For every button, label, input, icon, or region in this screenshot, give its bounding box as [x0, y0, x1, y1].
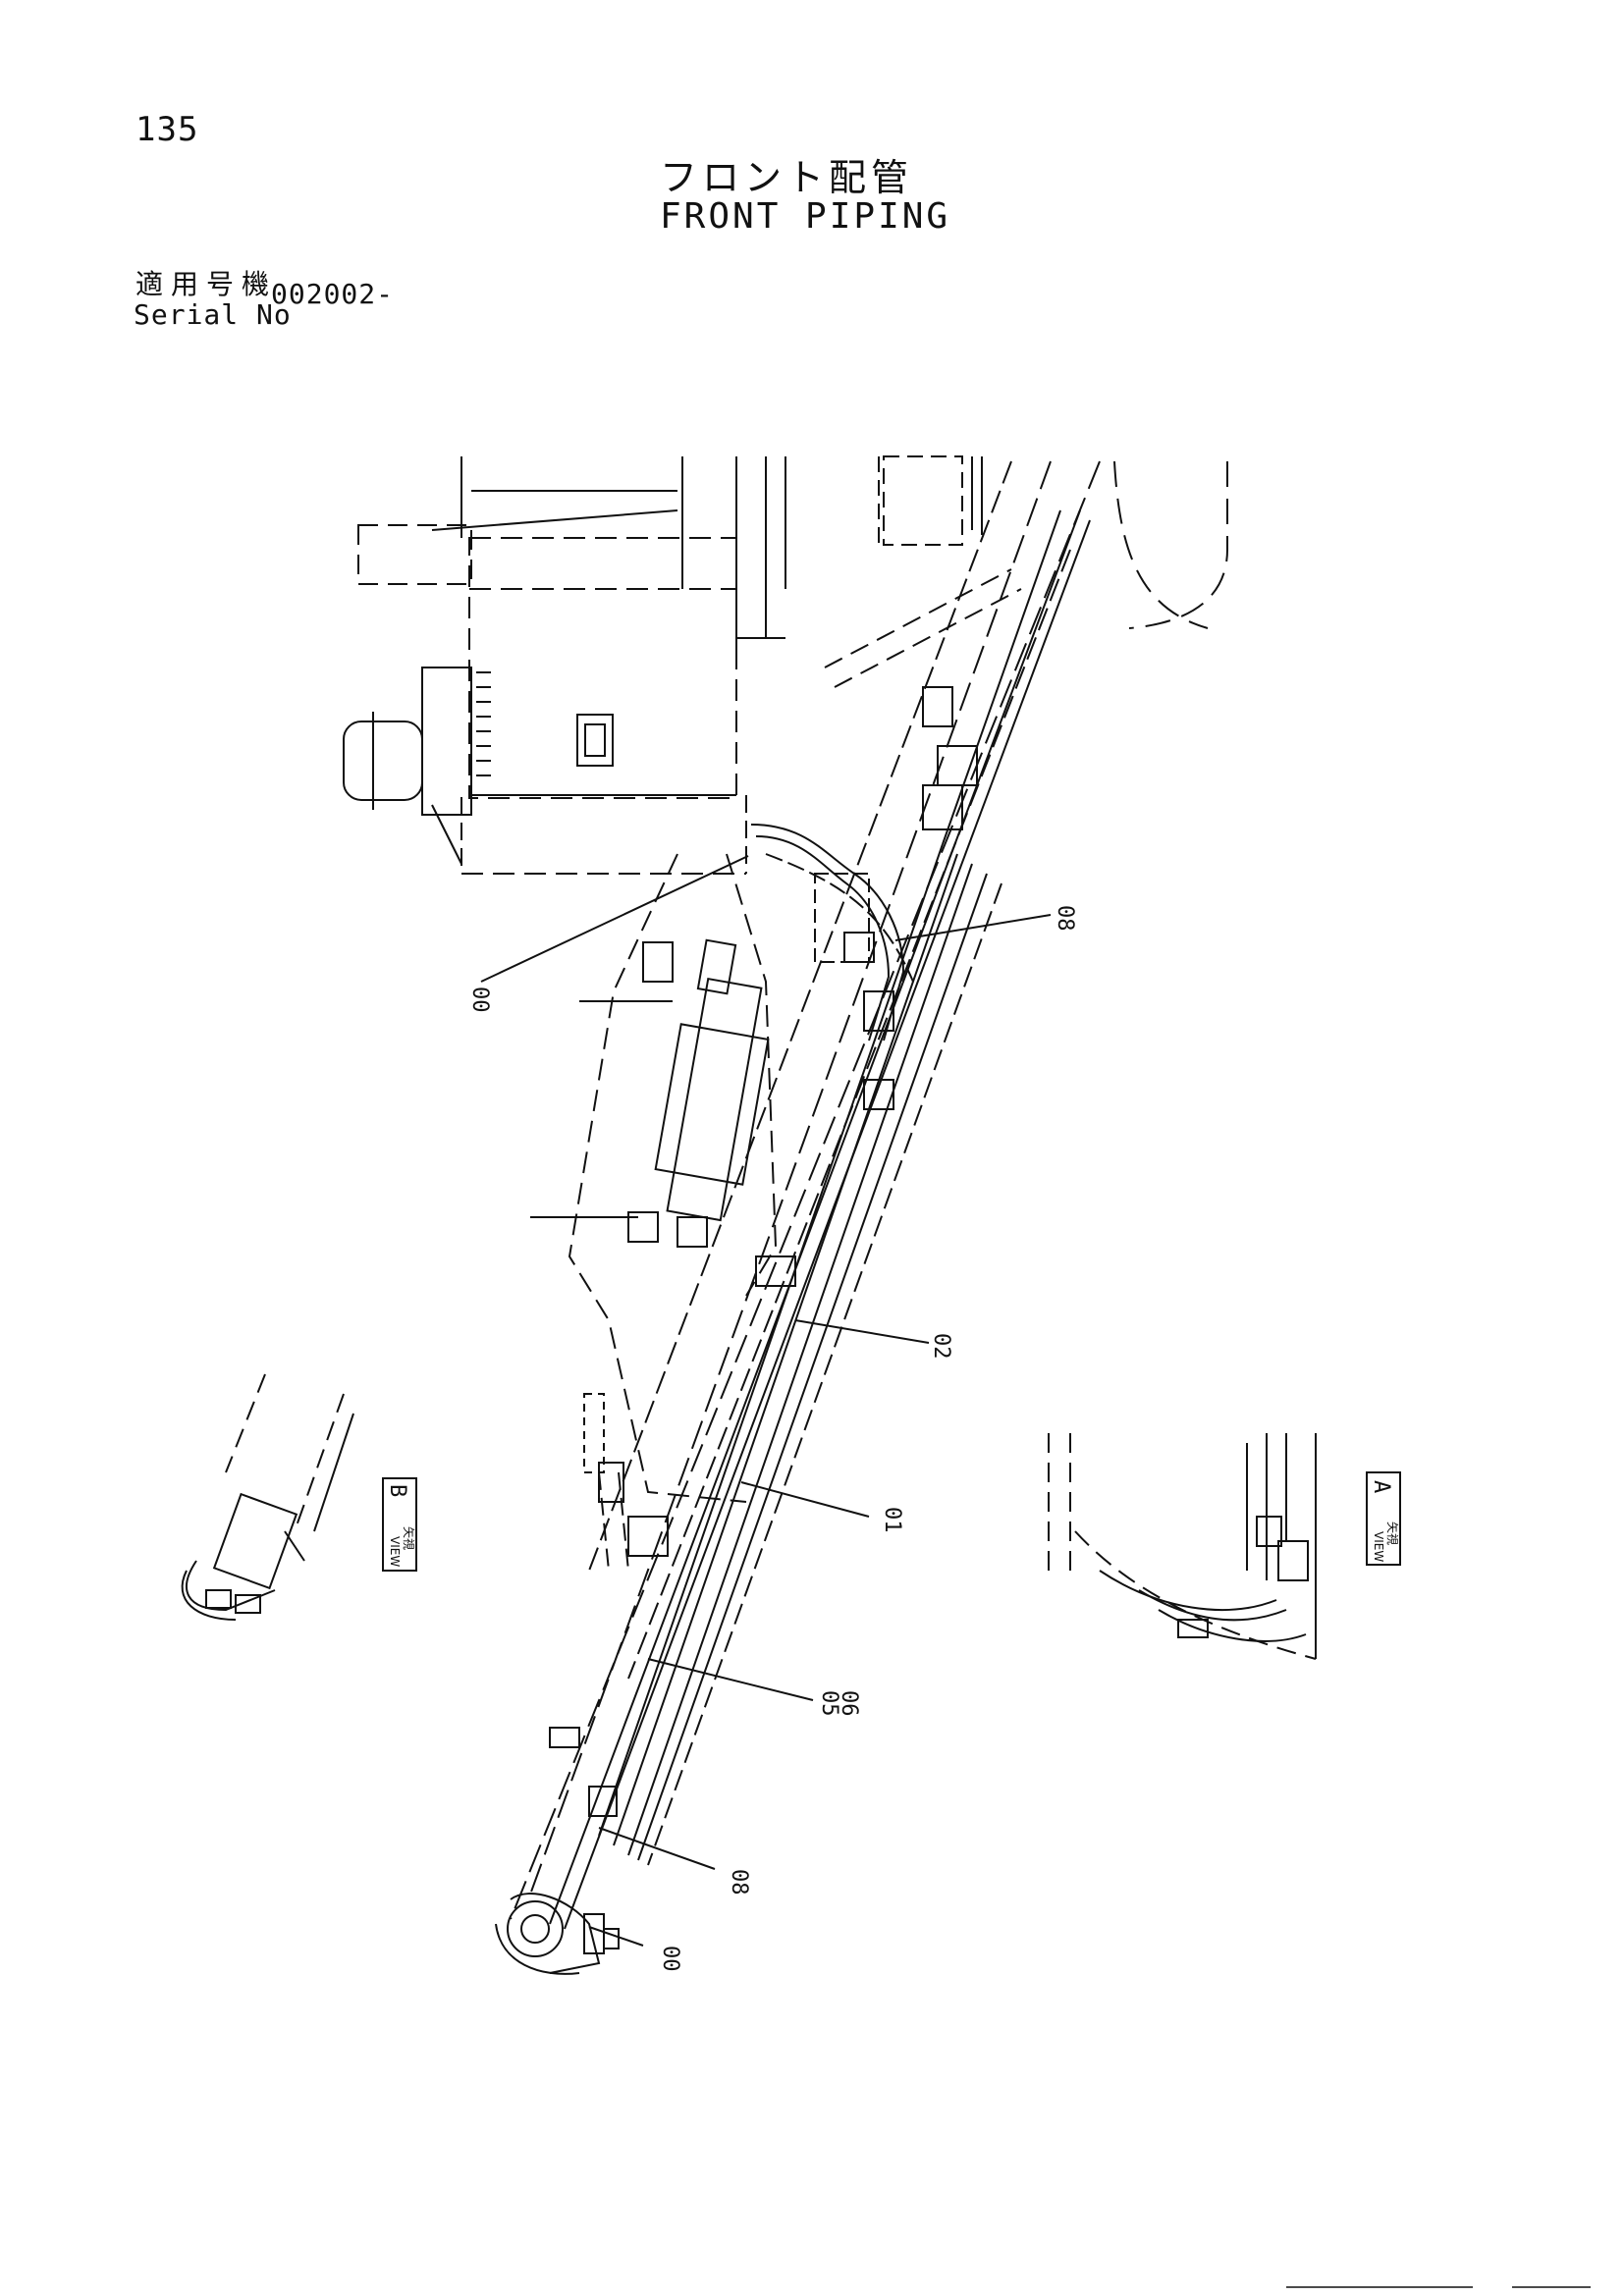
- upper-body-outline: [343, 455, 983, 875]
- callout-labels: 00 08 02 01 05 06 08 00: [467, 905, 1077, 1972]
- serial-label-japanese: 適用号機: [135, 268, 278, 300]
- page-title: FRONT PIPING: [660, 196, 951, 237]
- view-b-label: B 矢視 VIEW: [385, 1484, 416, 1567]
- serial-value: 002002-: [271, 278, 395, 310]
- callout-label-05: 05: [817, 1690, 841, 1717]
- callout-label-00: 00: [658, 1946, 682, 1972]
- leader-lines: [480, 855, 1052, 1947]
- view-a-en: VIEW: [1372, 1531, 1385, 1562]
- boom-outline: [495, 460, 1228, 1975]
- callout-label-06: 06: [837, 1690, 861, 1717]
- view-b-detail: [181, 1373, 417, 1621]
- callout-label-08: 08: [727, 1869, 751, 1896]
- page-number: 135: [135, 110, 199, 149]
- view-a-label: A 矢視 VIEW: [1369, 1480, 1400, 1562]
- view-b-en: VIEW: [388, 1536, 402, 1567]
- view-b-label-box: [382, 1477, 417, 1572]
- view-a-label-box: [1366, 1471, 1401, 1566]
- callout-label-02: 02: [929, 1333, 953, 1360]
- serial-label: Serial No: [134, 298, 292, 331]
- callout-label-00: 00: [467, 987, 492, 1013]
- callout-label-08: 08: [1053, 905, 1077, 932]
- view-a-letter: A: [1369, 1480, 1393, 1493]
- view-a-jp: 矢視: [1385, 1522, 1400, 1545]
- boom-cylinder: [530, 853, 778, 1572]
- view-b-letter: B: [385, 1484, 409, 1497]
- page-title-japanese: フロント配管: [660, 156, 914, 199]
- view-b-jp: 矢視: [402, 1526, 416, 1550]
- callout-label-01: 01: [880, 1507, 904, 1533]
- view-a-detail: [1048, 1433, 1401, 1660]
